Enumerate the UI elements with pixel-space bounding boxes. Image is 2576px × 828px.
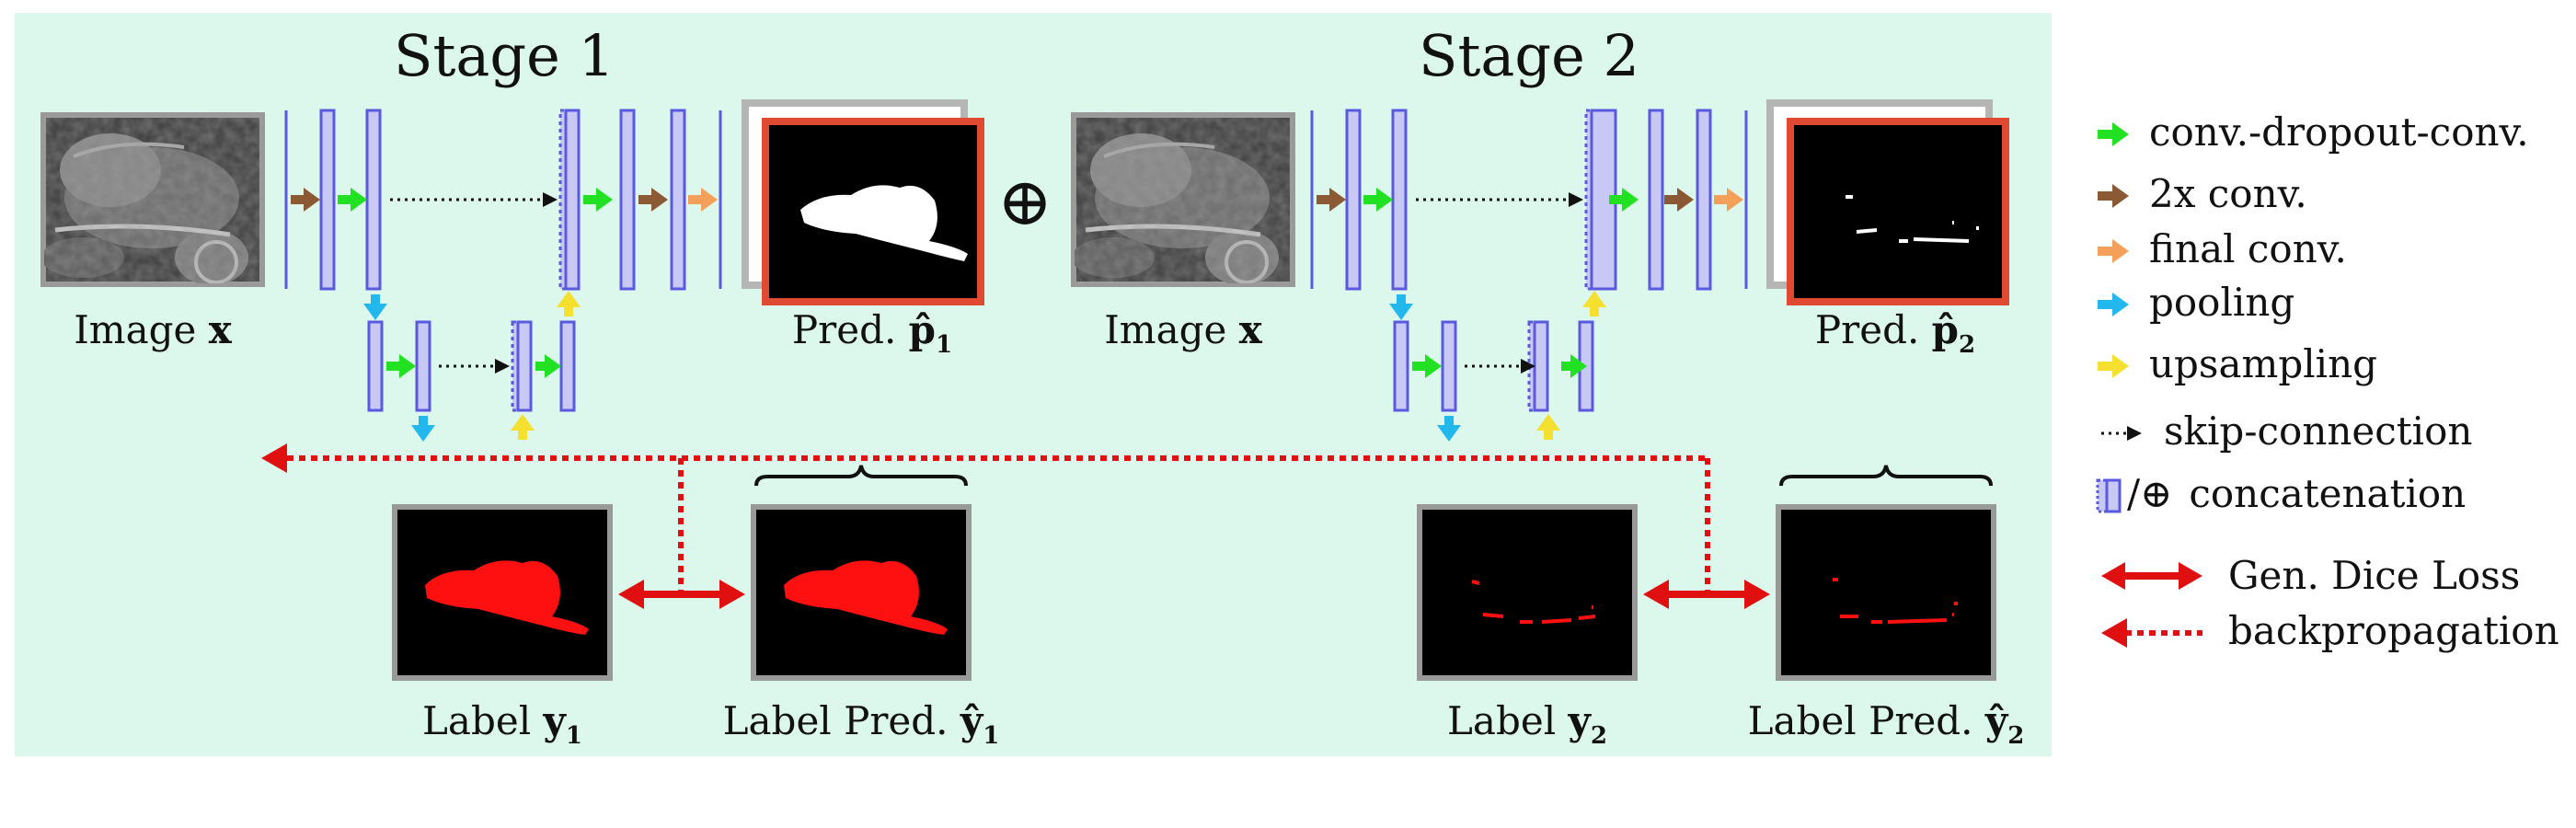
stage-2-arrow-pool-1 [1389, 294, 1413, 320]
legend-label-gen-dice-loss: Gen. Dice Loss [2228, 553, 2520, 598]
stage-2-arrow-conv-dropout-2 [1609, 188, 1639, 212]
stage-1-arrow-conv-dropout-1 [338, 188, 367, 212]
stage-1-arrow-final-conv [688, 188, 718, 212]
stage-2-arrow-2x-conv-out [1664, 188, 1694, 212]
stage-1-arrow-2x-conv-out [638, 188, 668, 212]
backpropagation-arrowhead [261, 443, 287, 473]
legend-label-skip-connection: skip-connection [2164, 408, 2472, 454]
legend-marker-concatenation [2096, 478, 2122, 513]
stage-1-label-caption: Label y1 [422, 698, 582, 750]
stage-1-label-image [392, 504, 613, 681]
stage-concat-symbol: ⊕ [997, 163, 1052, 240]
stage-1-arrow-up-1 [511, 414, 535, 440]
stage-2-network [1310, 109, 1748, 412]
stage-2-label-caption: Label y2 [1447, 698, 1607, 750]
legend-marker-backpropagation [2101, 618, 2202, 648]
stage-2-skip-bottom [1465, 359, 1535, 374]
legend-markers [2096, 122, 2202, 648]
legend-marker-upsampling [2098, 354, 2129, 378]
stage-2-image-caption: Image x [1104, 307, 1263, 352]
legend-label-2x-conv: 2x conv. [2149, 171, 2307, 216]
stage-1-input-image [40, 112, 265, 287]
stage-2-label-pred-image [1776, 504, 1996, 681]
stage-1-arrow-conv-dropout-bottom-1 [386, 354, 416, 378]
stage-1-arrow-2x-conv-in [291, 188, 320, 212]
stage-2-arrow-pool-2 [1437, 416, 1461, 442]
stage-2-arrow-2x-conv-in [1317, 188, 1346, 212]
stage-1-arrow-up-2 [557, 291, 581, 316]
stage-1-arrow-pool-2 [411, 416, 435, 442]
network-arrows [291, 188, 1743, 442]
stage-2-input-image [1071, 112, 1295, 287]
legend-marker-pooling [2098, 293, 2129, 316]
stage-2-arrow-up-2 [1582, 291, 1606, 316]
stage-1-label-pred-caption: Label Pred. ŷ1 [723, 698, 1000, 750]
stage-1-label-pred-image [751, 504, 972, 681]
legend-label-backpropagation: backpropagation [2228, 608, 2559, 653]
stage-1-skip-top [390, 192, 558, 207]
stage-2-arrow-up-1 [1536, 414, 1560, 440]
stage-2-prediction [1766, 99, 2009, 305]
stage-2-label-image [1417, 504, 1638, 681]
stage-1-title: Stage 1 [394, 22, 615, 89]
stage-2-pred-caption: Pred. p̂2 [1815, 307, 1975, 359]
legend-label-conv-dropout-conv: conv.-dropout-conv. [2149, 109, 2529, 155]
stage-2-arrow-conv-dropout-bottom-2 [1561, 354, 1587, 378]
stage-2-arrow-final-conv [1714, 188, 1743, 212]
legend: conv.-dropout-conv. 2x conv. final conv.… [2096, 109, 2559, 653]
stage-2-arrow-conv-dropout-1 [1363, 188, 1393, 212]
legend-marker-gen-dice-loss [2101, 562, 2202, 590]
stage-1-arrow-conv-dropout-bottom-2 [535, 354, 561, 378]
legend-label-concatenation: /⊕concatenation [2127, 471, 2466, 516]
diagram-panel [15, 13, 2052, 756]
legend-marker-2x-conv [2098, 184, 2129, 208]
stage-1-arrow-pool-1 [363, 294, 387, 320]
stage-2-title: Stage 2 [1419, 22, 1639, 89]
legend-label-final-conv: final conv. [2149, 226, 2347, 271]
stage-2-brace [1779, 465, 1993, 487]
stage-1-arrow-conv-dropout-2 [583, 188, 613, 212]
stage-2-arrow-conv-dropout-bottom-1 [1412, 354, 1442, 378]
stage-1-brace [754, 465, 968, 487]
legend-marker-conv-dropout-conv [2098, 122, 2129, 146]
legend-label-upsampling: upsampling [2149, 341, 2377, 386]
stage-2-skip-top [1416, 192, 1583, 207]
stage-1-prediction [742, 99, 984, 305]
stage-1-pred-caption: Pred. p̂1 [792, 307, 952, 359]
legend-label-pooling: pooling [2149, 280, 2294, 325]
stage-1-skip-bottom [439, 359, 510, 374]
stage-1-image-caption: Image x [74, 307, 233, 352]
backpropagation-path [287, 455, 1710, 594]
legend-marker-final-conv [2098, 239, 2129, 263]
legend-marker-skip-connection [2101, 426, 2142, 441]
stage-2-label-pred-caption: Label Pred. ŷ2 [1748, 698, 2025, 750]
